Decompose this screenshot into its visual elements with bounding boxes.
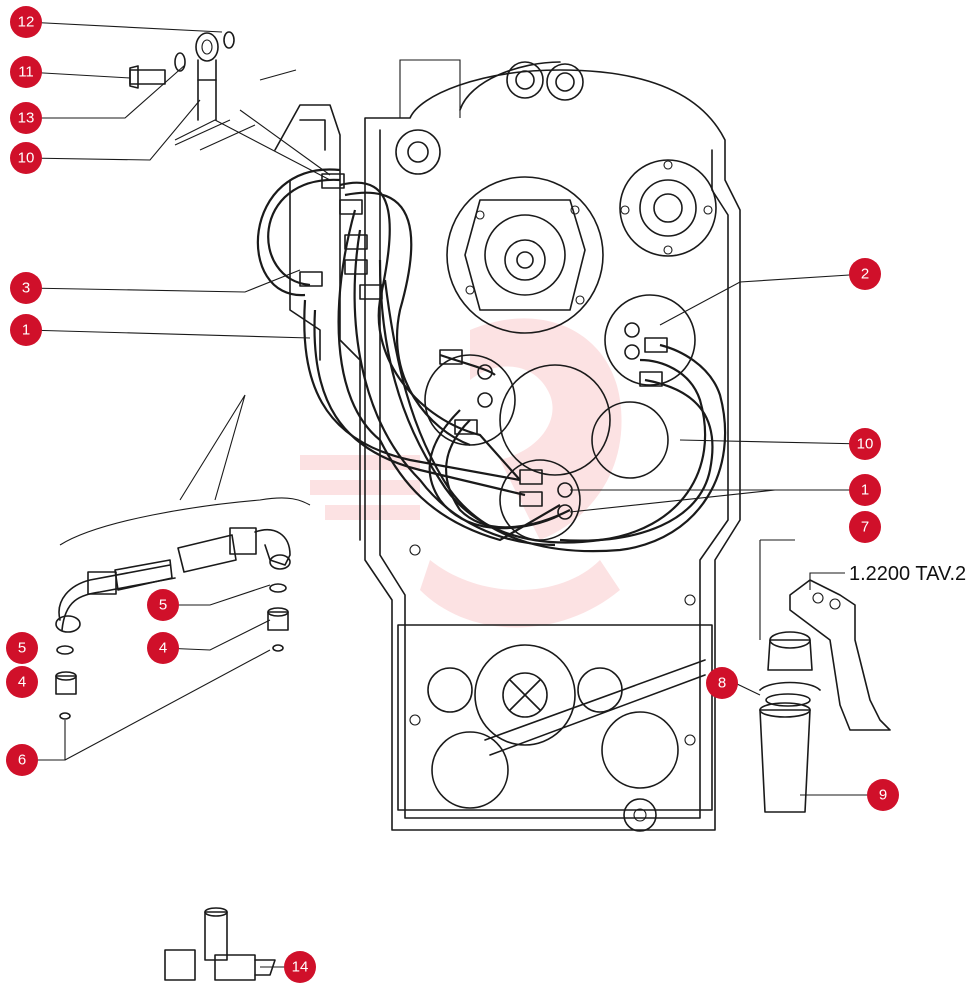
callout-5-right: 5 xyxy=(147,589,179,621)
callout-4-right: 4 xyxy=(147,632,179,664)
callout-12-label: 12 xyxy=(18,14,35,31)
callout-10-top: 10 xyxy=(10,142,42,174)
callout-14: 14 xyxy=(284,951,316,983)
callout-10-right: 10 xyxy=(849,428,881,460)
callout-10-right-label: 10 xyxy=(857,436,874,453)
callout-1-left-label: 1 xyxy=(22,322,30,339)
callout-6: 6 xyxy=(6,744,38,776)
sealant-kit xyxy=(164,907,276,981)
callout-3-label: 3 xyxy=(22,280,30,297)
callout-4-left-label: 4 xyxy=(18,674,26,691)
callout-12: 12 xyxy=(10,6,42,38)
callout-14-label: 14 xyxy=(292,959,309,976)
callout-7: 7 xyxy=(849,511,881,543)
callout-10-top-label: 10 xyxy=(18,150,35,167)
callout-7-label: 7 xyxy=(861,519,869,536)
reference-label: 1.2200 TAV.2 xyxy=(849,563,966,585)
callout-11: 11 xyxy=(10,56,42,88)
callout-9-label: 9 xyxy=(879,787,887,804)
filter-assembly xyxy=(759,539,891,813)
callout-3: 3 xyxy=(10,272,42,304)
callout-4-left: 4 xyxy=(6,666,38,698)
callout-4-right-label: 4 xyxy=(159,640,167,657)
callout-8: 8 xyxy=(706,667,738,699)
callout-1-right-label: 1 xyxy=(861,482,869,499)
detail-hose-inset xyxy=(55,394,311,720)
callout-9: 9 xyxy=(867,779,899,811)
callout-2-label: 2 xyxy=(861,266,869,283)
leader-lines xyxy=(22,21,883,968)
callout-1-right: 1 xyxy=(849,474,881,506)
banjo-fitting-parts xyxy=(129,31,331,181)
callout-5-left: 5 xyxy=(6,632,38,664)
callout-11-label: 11 xyxy=(18,64,34,81)
callout-13-label: 13 xyxy=(18,110,35,127)
callout-8-label: 8 xyxy=(718,675,726,692)
callout-5-right-label: 5 xyxy=(159,597,167,614)
callout-1-left: 1 xyxy=(10,314,42,346)
callout-13: 13 xyxy=(10,102,42,134)
callout-2: 2 xyxy=(849,258,881,290)
callout-5-left-label: 5 xyxy=(18,640,26,657)
hydraulic-hoses xyxy=(256,168,727,553)
callout-6-label: 6 xyxy=(18,752,26,769)
